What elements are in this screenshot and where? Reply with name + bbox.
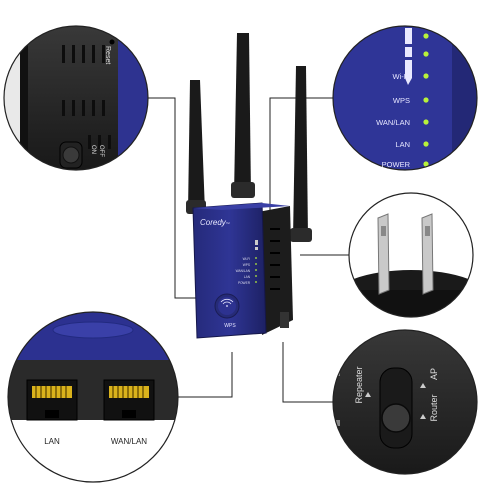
- svg-text:LAN: LAN: [244, 275, 251, 279]
- front-led-panel: Wi-Fi WPS WAN/LAN LAN POWER: [236, 240, 258, 285]
- wifi-extender-device: Coredy™ Wi-Fi WPS WAN/LAN LAN POWER WPS: [186, 33, 312, 339]
- lan-port-label: LAN: [44, 437, 60, 446]
- brand-label: Coredy™: [200, 218, 230, 227]
- lan-port[interactable]: [26, 379, 78, 421]
- plug-prong-left: [377, 213, 390, 295]
- svg-text:Wi-Fi: Wi-Fi: [243, 257, 251, 261]
- wan-lan-port-label: WAN/LAN: [111, 437, 147, 446]
- svg-text:WAN/LAN: WAN/LAN: [236, 269, 251, 273]
- wan-lan-port[interactable]: [103, 379, 155, 421]
- antenna-right: [290, 66, 312, 242]
- reset-pinhole[interactable]: [109, 39, 115, 45]
- plug-prong-right: [421, 213, 434, 295]
- ap-label: AP: [429, 368, 439, 380]
- power-switch[interactable]: [59, 141, 83, 169]
- callout-wall-plug: [348, 192, 474, 318]
- led-label-power: POWER: [382, 160, 411, 169]
- wps-button[interactable]: [214, 293, 240, 319]
- callout-reset-power: Reset ON OFF: [3, 25, 149, 171]
- antenna-center: [231, 33, 255, 198]
- antenna-left: [186, 80, 206, 214]
- led-label-lan: LAN: [395, 140, 410, 149]
- off-label: OFF: [98, 145, 104, 157]
- on-label: ON: [90, 145, 96, 154]
- callout-indicator-leds: Wi-Fi WPS WAN/LAN LAN POWER: [332, 25, 478, 171]
- led-label-wps: WPS: [393, 96, 410, 105]
- signal-bars: [405, 28, 412, 85]
- repeater-label: Repeater: [354, 366, 364, 403]
- callout-ethernet-ports: LAN WAN/LAN: [7, 311, 179, 483]
- wps-label: WPS: [224, 323, 236, 329]
- led-label-wifi: Wi-Fi: [393, 72, 411, 81]
- reset-label: Reset: [104, 46, 111, 64]
- led-column: [423, 33, 429, 167]
- svg-text:WPS: WPS: [243, 263, 250, 267]
- side-vents: [270, 228, 280, 290]
- router-label: Router: [429, 394, 439, 421]
- callout-mode-switch: Repeater AP Router: [332, 329, 478, 475]
- led-label-wan-lan: WAN/LAN: [376, 118, 410, 127]
- svg-text:POWER: POWER: [238, 281, 251, 285]
- mode-selector-switch[interactable]: [379, 367, 413, 449]
